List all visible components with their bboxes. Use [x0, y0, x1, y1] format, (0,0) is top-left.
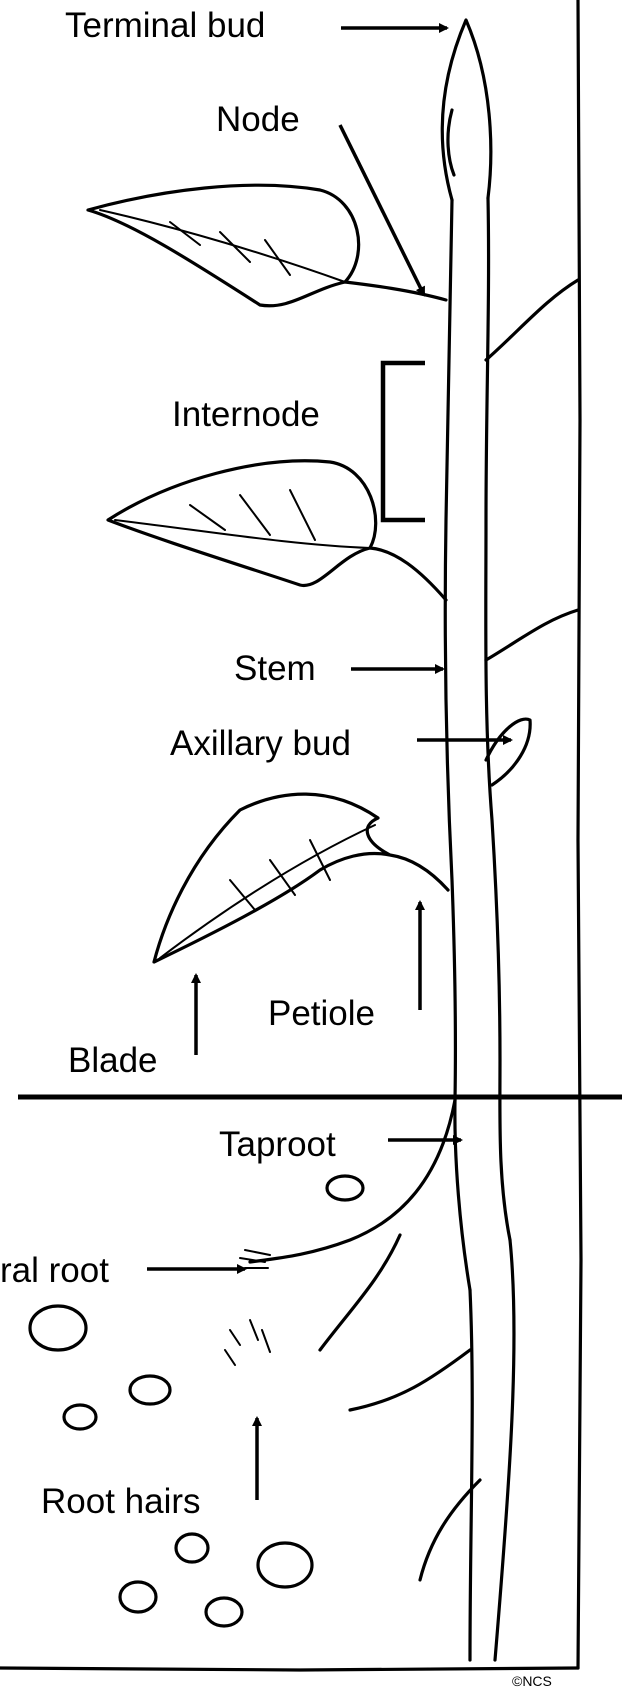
axillary-bud-shape	[486, 719, 530, 785]
blade-label: Blade	[68, 1041, 158, 1080]
leaf-upper	[88, 185, 446, 306]
leaf-lower	[154, 794, 448, 962]
stem-label: Stem	[234, 649, 316, 688]
frame-bottom-edge	[0, 1668, 578, 1670]
soil-pebbles	[30, 1306, 312, 1626]
axillary-bud-label: Axillary bud	[170, 724, 351, 763]
terminal-bud-label: Terminal bud	[65, 6, 265, 45]
lateral-root-label: ral root	[0, 1251, 109, 1290]
petiole-label: Petiole	[268, 994, 375, 1033]
copyright-label: ©NCS	[512, 1673, 552, 1689]
internode-label: Internode	[172, 395, 320, 434]
stem-shape	[445, 198, 578, 1290]
frame-right-edge	[578, 0, 581, 1668]
node-label: Node	[216, 100, 300, 139]
taproot-label: Taproot	[219, 1125, 336, 1164]
terminal-bud-shape	[442, 20, 491, 200]
leaf-middle	[108, 461, 446, 600]
root-system	[225, 1100, 514, 1660]
internode-bracket	[383, 363, 425, 520]
root-hairs-label: Root hairs	[41, 1482, 201, 1521]
